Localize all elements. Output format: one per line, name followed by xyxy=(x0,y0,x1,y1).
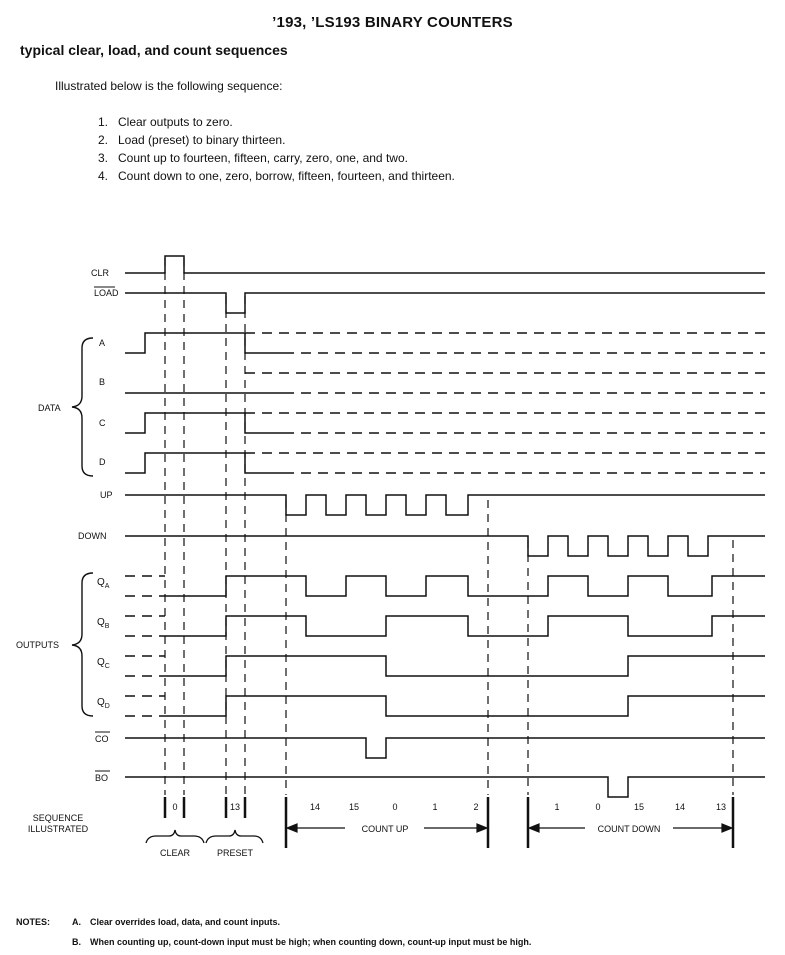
down-value: 15 xyxy=(634,802,644,812)
up-waveform xyxy=(125,494,765,516)
data-d-waveform xyxy=(125,452,284,474)
step-number: 2. xyxy=(98,133,109,147)
qb-waveform xyxy=(165,615,765,637)
sequence-steps-list: 1. Clear outputs to zero. 2. Load (preset)… xyxy=(98,113,455,185)
count-down-label: COUNT DOWN xyxy=(598,824,661,834)
step-text: Count up to fourteen, fifteen, carry, ze… xyxy=(118,151,408,165)
data-d-label: D xyxy=(99,457,106,467)
step-text: Load (preset) to binary thirteen. xyxy=(118,133,286,147)
sequence-label-line2: ILLUSTRATED xyxy=(28,824,89,834)
up-value: 14 xyxy=(310,802,320,812)
list-item: 1. Clear outputs to zero. xyxy=(98,113,455,131)
qb-label: QB xyxy=(97,617,110,630)
note-b-letter: B. xyxy=(72,937,81,947)
data-group-label: DATA xyxy=(38,403,61,413)
up-value: 0 xyxy=(392,802,397,812)
note-a-text: Clear overrides load, data, and count in… xyxy=(90,917,281,927)
page-title: ’193, ’LS193 BINARY COUNTERS xyxy=(272,14,513,31)
clr-label: CLR xyxy=(91,268,110,278)
arrowhead-right xyxy=(476,823,489,833)
qa-waveform xyxy=(165,575,765,597)
down-waveform xyxy=(125,535,765,557)
step-number: 3. xyxy=(98,151,109,165)
qb-dont-care xyxy=(125,615,165,637)
up-label: UP xyxy=(100,490,113,500)
up-value: 15 xyxy=(349,802,359,812)
notes: NOTES: A. Clear overrides load, data, and … xyxy=(16,912,776,952)
preset-value: 13 xyxy=(230,802,240,812)
outputs-group-label: OUTPUTS xyxy=(16,640,59,650)
qb-subscript: B xyxy=(105,623,110,630)
data-group-brace xyxy=(71,337,94,477)
up-value: 1 xyxy=(432,802,437,812)
load-label: LOAD xyxy=(94,288,119,298)
qc-waveform xyxy=(165,655,765,677)
qc-dont-care xyxy=(125,655,165,677)
sequence-label-line1: SEQUENCE xyxy=(33,813,84,823)
clr-waveform xyxy=(125,255,765,274)
step-text: Clear outputs to zero. xyxy=(118,115,233,129)
note-a-letter: A. xyxy=(72,917,81,927)
sequence-marker xyxy=(163,797,247,818)
preset-brace xyxy=(205,829,264,844)
step-text: Count down to one, zero, borrow, fifteen… xyxy=(118,169,455,183)
list-item: 4. Count down to one, zero, borrow, fifte… xyxy=(98,167,455,185)
data-c-waveform xyxy=(125,412,284,434)
clear-value: 0 xyxy=(172,802,177,812)
step-number: 1. xyxy=(98,115,109,129)
bo-waveform xyxy=(125,776,765,798)
intro-text: Illustrated below is the following seque… xyxy=(55,79,283,93)
arrowhead-left xyxy=(285,823,298,833)
clear-label: CLEAR xyxy=(160,848,191,858)
down-value: 0 xyxy=(595,802,600,812)
bo-label: BO xyxy=(95,773,108,783)
qa-dont-care xyxy=(125,575,165,597)
list-item: 3. Count up to fourteen, fifteen, carry, … xyxy=(98,149,455,167)
down-label: DOWN xyxy=(78,531,107,541)
qc-subscript: C xyxy=(105,663,110,670)
qd-subscript: D xyxy=(105,703,110,710)
note-b: B. When counting up, count-down input mus… xyxy=(16,932,776,952)
data-b-label: B xyxy=(99,377,105,387)
list-item: 2. Load (preset) to binary thirteen. xyxy=(98,131,455,149)
notes-label: NOTES: xyxy=(16,917,51,927)
outputs-group-brace xyxy=(71,572,94,717)
co-label: CO xyxy=(95,734,109,744)
section-heading: typical clear, load, and count sequences xyxy=(20,42,288,58)
qd-label: QD xyxy=(97,697,110,710)
data-a-waveform xyxy=(125,332,284,354)
clear-brace xyxy=(145,829,205,844)
load-waveform xyxy=(125,292,765,314)
co-waveform xyxy=(125,737,765,759)
qd-dont-care xyxy=(125,695,165,717)
count-up-label: COUNT UP xyxy=(362,824,409,834)
data-a-label: A xyxy=(99,338,105,348)
up-value: 2 xyxy=(473,802,478,812)
note-a: NOTES: A. Clear overrides load, data, and … xyxy=(16,912,776,932)
qd-waveform xyxy=(165,695,765,717)
sequence-marker xyxy=(284,797,735,848)
qa-subscript: A xyxy=(105,583,110,590)
data-c-label: C xyxy=(99,418,106,428)
arrowhead-left xyxy=(527,823,540,833)
down-value: 14 xyxy=(675,802,685,812)
step-number: 4. xyxy=(98,169,109,183)
down-value: 1 xyxy=(554,802,559,812)
down-value: 13 xyxy=(716,802,726,812)
qa-label: QA xyxy=(97,577,110,590)
arrowhead-right xyxy=(721,823,734,833)
note-b-text: When counting up, count-down input must … xyxy=(90,937,532,947)
preset-label: PRESET xyxy=(217,848,254,858)
qc-label: QC xyxy=(97,657,110,670)
